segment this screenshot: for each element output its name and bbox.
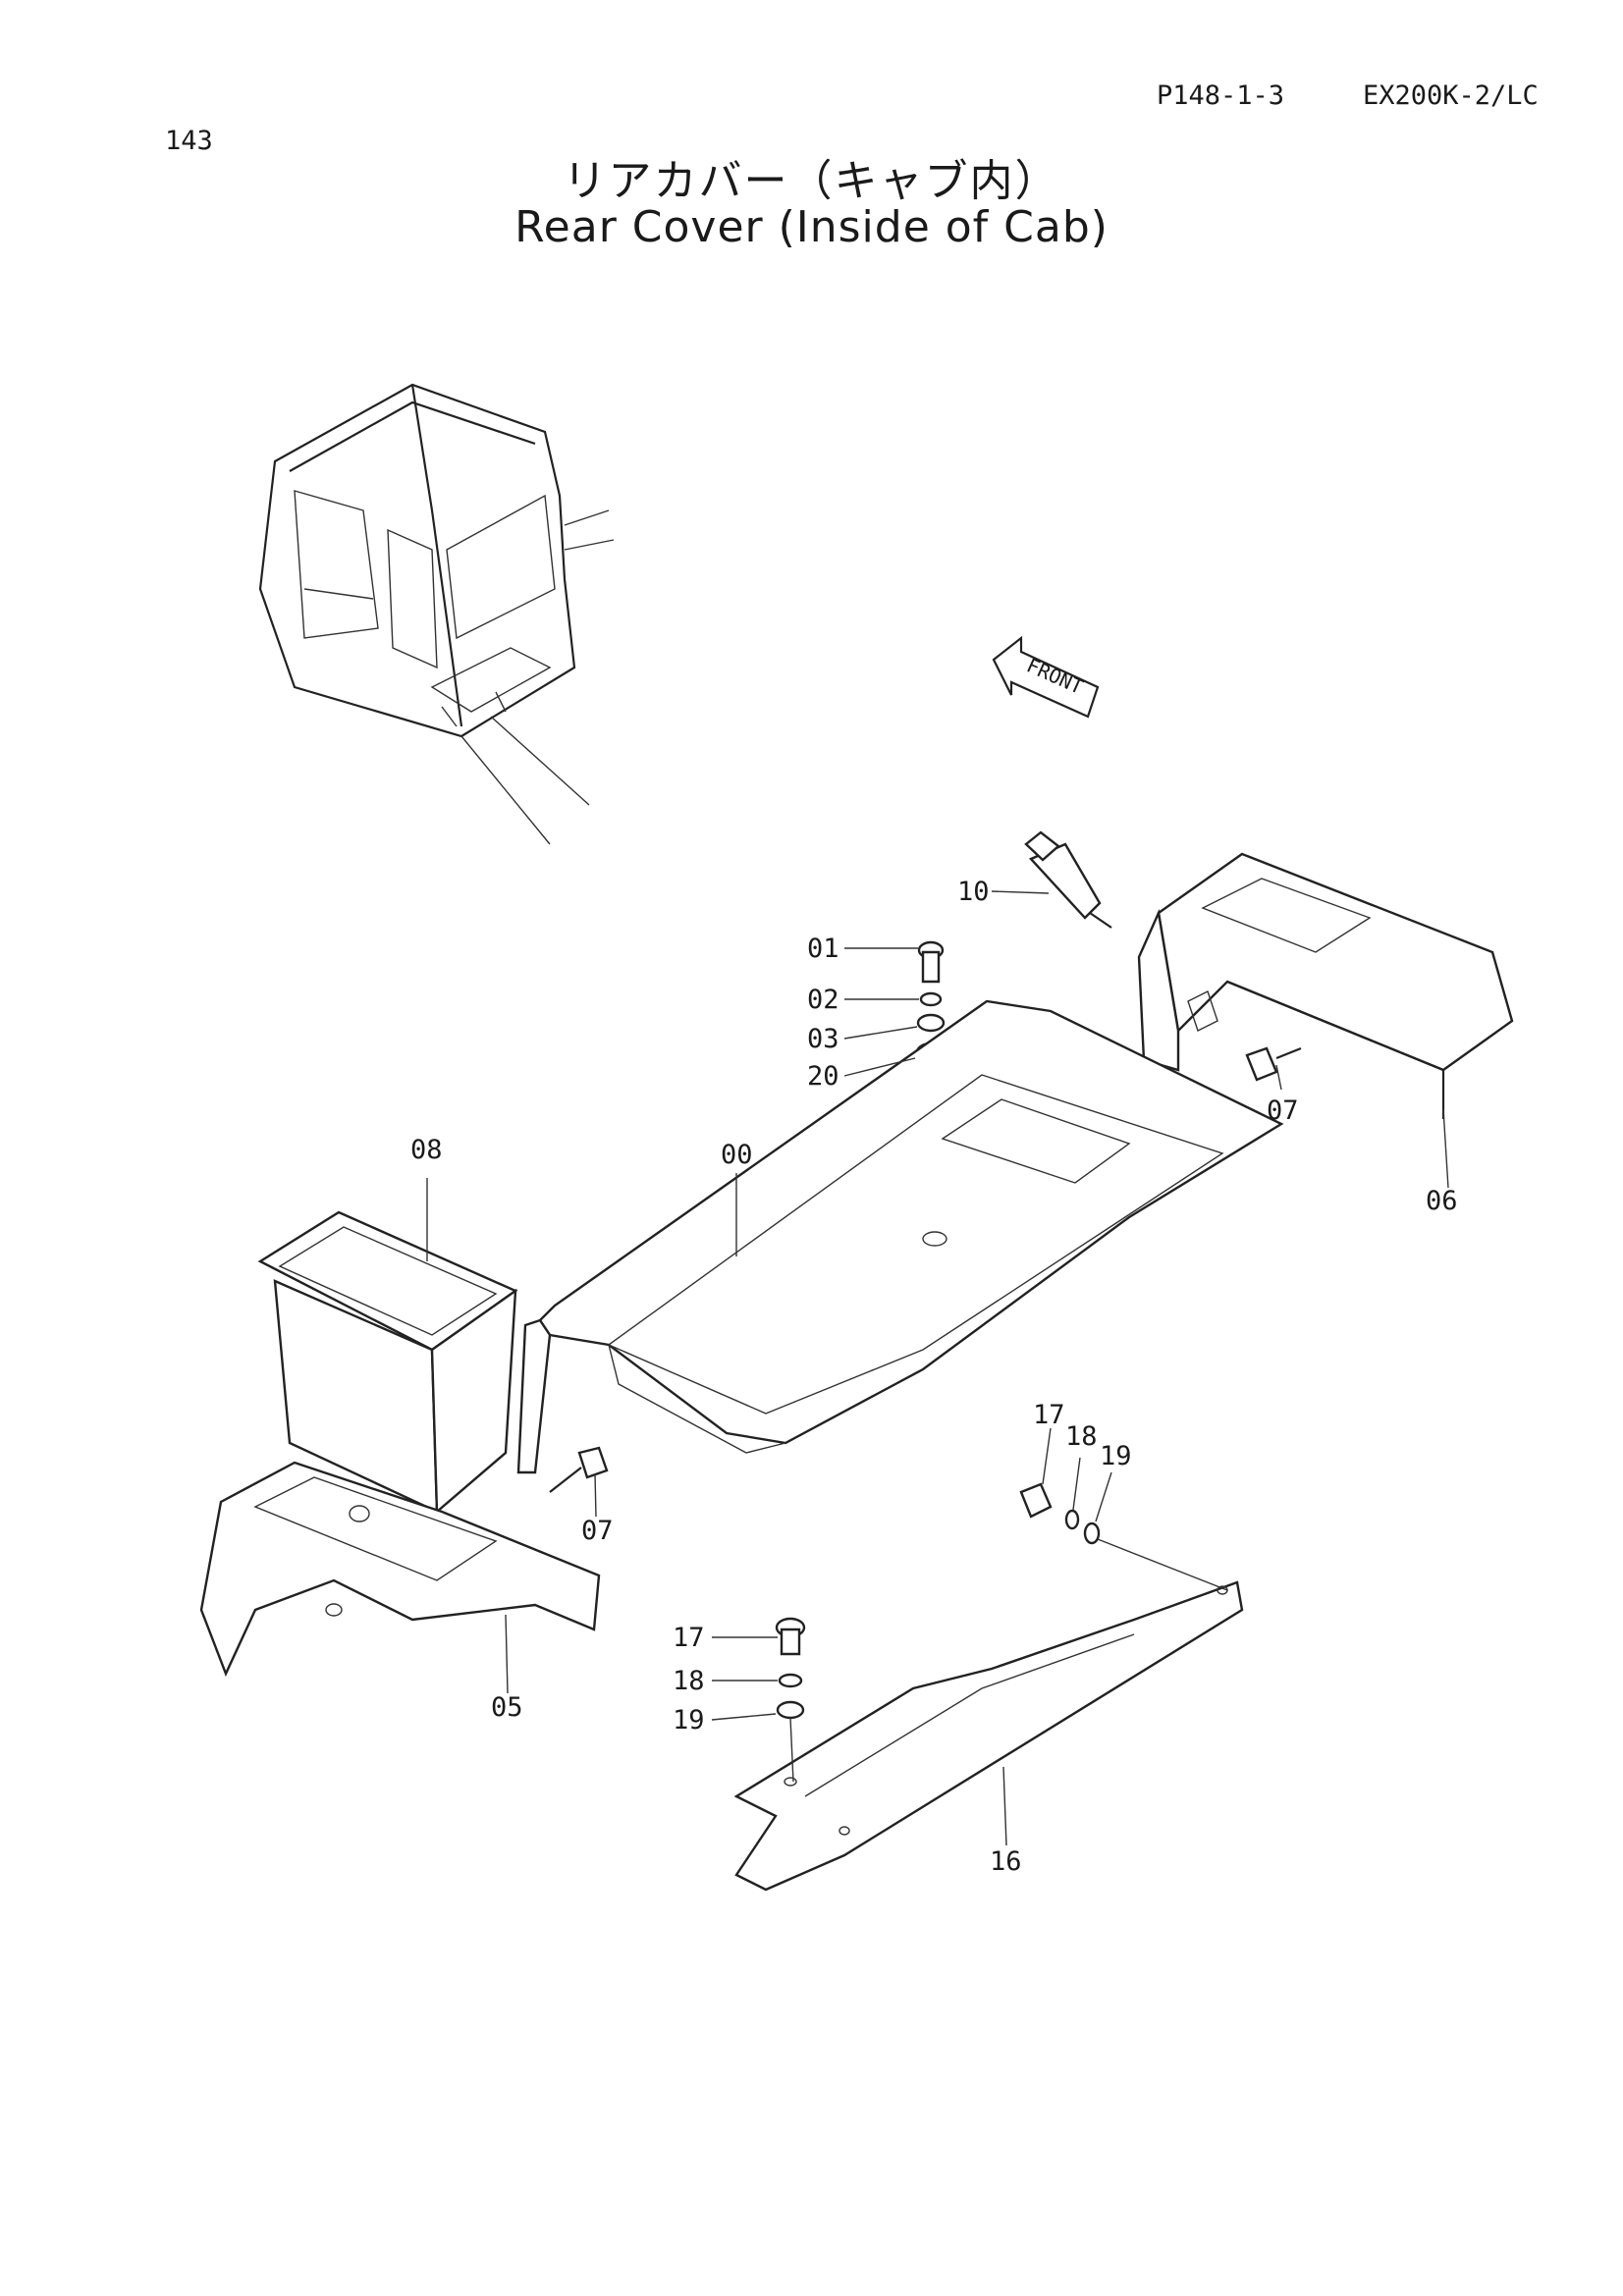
- fastener-set-17-19-upper: [1019, 1482, 1228, 1591]
- screw-07-left: [549, 1446, 609, 1493]
- title-japanese: リアカバー（キャブ内）: [563, 156, 1060, 206]
- screw-07-right: [1245, 1046, 1302, 1082]
- callout-07-left: 07: [581, 1516, 614, 1546]
- callout-06: 06: [1426, 1186, 1458, 1216]
- console-tray-part-00: [516, 999, 1284, 1474]
- callout-18-upper: 18: [1065, 1421, 1098, 1452]
- callout-leaders: [426, 890, 1449, 1846]
- rear-cover-right-part-06: [1137, 852, 1514, 1119]
- knob-part-10: [1024, 830, 1112, 929]
- callout-08: 08: [410, 1135, 443, 1165]
- callout-07-right: 07: [1267, 1095, 1299, 1126]
- lower-plate-part-16: [733, 1580, 1244, 1892]
- callout-02: 02: [807, 985, 839, 1015]
- callout-18-lower: 18: [673, 1666, 705, 1696]
- callout-10: 10: [957, 877, 990, 907]
- callout-19-lower: 19: [673, 1705, 705, 1735]
- fastener-set-17-19-lower: [775, 1617, 806, 1783]
- callout-17-lower: 17: [673, 1623, 705, 1653]
- callout-01: 01: [807, 934, 839, 964]
- title-english: Rear Cover (Inside of Cab): [514, 202, 1109, 252]
- lower-cover-part-05: [199, 1461, 601, 1678]
- callout-labels: 10 01 02 03 20 07 06 08 00 07 05 17 18 1…: [410, 877, 1458, 1877]
- callout-16: 16: [990, 1846, 1022, 1877]
- callout-19-upper: 19: [1100, 1441, 1132, 1471]
- storage-box-part-08: [257, 1210, 518, 1515]
- callout-20: 20: [807, 1061, 839, 1092]
- callout-05: 05: [491, 1692, 523, 1723]
- callout-00: 00: [721, 1140, 753, 1170]
- callout-03: 03: [807, 1024, 839, 1054]
- callout-17-upper: 17: [1033, 1400, 1065, 1430]
- front-direction-arrow: FRONT: [992, 635, 1100, 719]
- figure-code: P148-1-3: [1157, 80, 1285, 111]
- page-number: 143: [165, 126, 213, 156]
- cab-overview-illustration: [258, 383, 615, 845]
- model-code: EX200K-2/LC: [1363, 80, 1539, 111]
